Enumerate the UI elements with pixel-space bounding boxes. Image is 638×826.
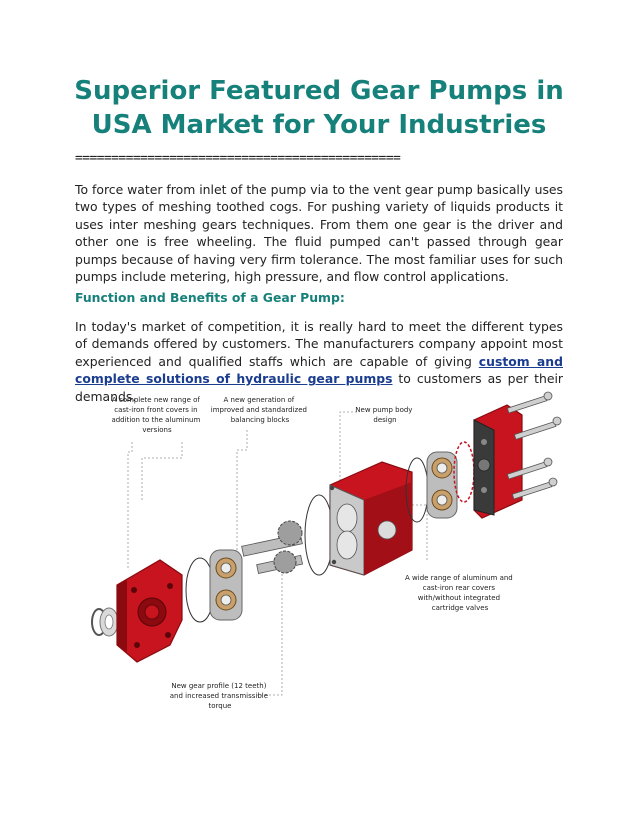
- section-text-after-link: to customers as per their demands.: [75, 371, 563, 404]
- pump-body: [329, 461, 413, 576]
- rear-cover: [473, 404, 523, 519]
- intro-paragraph: To force water from inlet of the pump vi…: [75, 182, 563, 285]
- snap-ring: [91, 607, 119, 637]
- hydraulic-gear-pumps-link[interactable]: custom and complete solutions of hydraul…: [75, 353, 563, 387]
- section-paragraph: In today's market of competition, it is …: [75, 318, 563, 405]
- callout-rear-covers: A wide range of aluminum and cast-iron r…: [405, 574, 515, 612]
- callout-leaders: [127, 411, 428, 696]
- divider-line: ========================================…: [75, 151, 401, 166]
- section-text-before-link: In today's market of competition, it is …: [75, 319, 563, 369]
- callout-front-covers: A complete new range of cast-iron front …: [111, 396, 202, 434]
- front-cover: [116, 559, 183, 663]
- callout-gear-profile: New gear profile (12 teeth) and increase…: [170, 682, 271, 710]
- section-heading: Function and Benefits of a Gear Pump:: [75, 290, 345, 305]
- page-title: Superior Featured Gear Pumps in USA Mark…: [74, 76, 564, 140]
- gear-pump-exploded-diagram: A complete new range of cast-iron front …: [91, 391, 562, 710]
- cover-bolts: [506, 391, 562, 500]
- rear-balancing-block: [426, 451, 458, 519]
- callout-balancing-blocks: A new generation of improved and standar…: [211, 396, 309, 424]
- callout-pump-body: New pump body design: [355, 406, 414, 424]
- drive-gear-shafts: [241, 520, 304, 574]
- front-balancing-block: [209, 549, 243, 621]
- body-seal-ring: [304, 494, 334, 576]
